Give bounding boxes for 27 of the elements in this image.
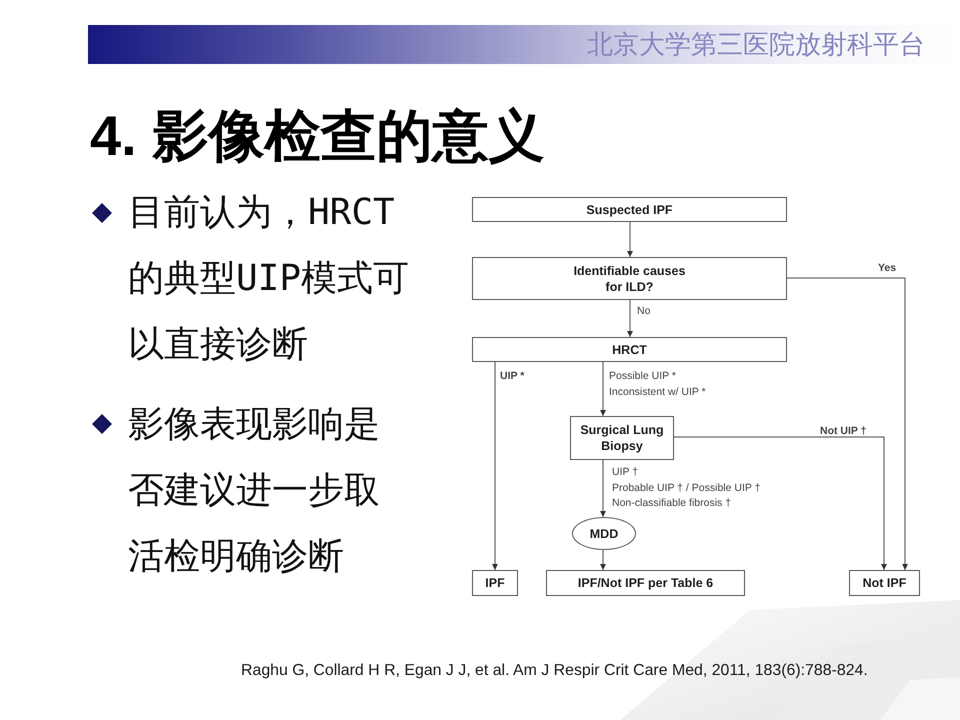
outcome-box: IPF bbox=[472, 570, 518, 596]
arrow bbox=[600, 460, 606, 518]
arrow bbox=[627, 300, 633, 338]
header-text: 北京大学第三医院放射科平台 bbox=[587, 30, 925, 60]
arrow bbox=[600, 362, 606, 416]
process-box: HRCT bbox=[472, 337, 787, 362]
edge-label: No bbox=[637, 304, 650, 319]
outcome-box: IPF/Not IPF per Table 6 bbox=[546, 570, 745, 596]
process-box: Suspected IPF bbox=[472, 197, 787, 222]
edge-label: Possible UIP * Inconsistent w/ UIP * bbox=[609, 369, 707, 400]
arrow bbox=[627, 222, 633, 258]
arrow bbox=[674, 436, 887, 570]
question-box: Identifiable causes for ILD? bbox=[472, 257, 787, 300]
bullet-text: 目前认为，HRCT的典型UIP模式可以直接诊断 bbox=[128, 191, 410, 367]
citation-text: Raghu G, Collard H R, Egan J J, et al. Am J Respir Crit Care Med, 2011, 183(6):788-824. bbox=[241, 661, 868, 680]
bullet-text: 影像表现影响是否建议进一步取活检明确诊断 bbox=[128, 403, 381, 579]
edge-label: UIP † Probable UIP † / Possible UIP † Non-classifiable fibrosis † bbox=[612, 465, 762, 511]
arrow bbox=[786, 278, 908, 570]
edge-label: UIP * bbox=[500, 369, 524, 384]
oval-node: MDD bbox=[572, 517, 636, 550]
arrow bbox=[492, 362, 498, 570]
arrow bbox=[600, 550, 606, 570]
process-box: Surgical Lung Biopsy bbox=[570, 416, 674, 460]
edge-label: Yes bbox=[878, 261, 896, 276]
outcome-box: Not IPF bbox=[849, 570, 920, 596]
edge-label: Not UIP † bbox=[820, 424, 866, 439]
slide-title: 4. 影像检查的意义 bbox=[90, 103, 544, 169]
